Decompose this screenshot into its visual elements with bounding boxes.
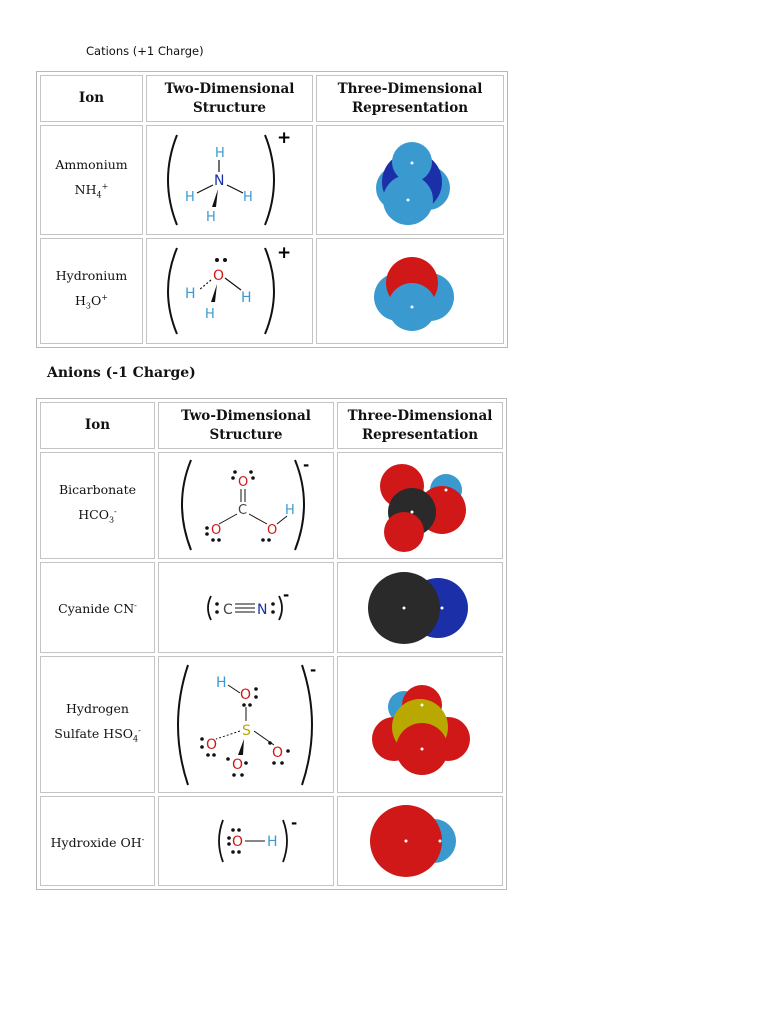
table-row-cyanide: Cyanide CN- - C N xyxy=(40,562,503,653)
three-d-model-cell xyxy=(337,656,503,793)
ion-name-cell: Bicarbonate HCO3- xyxy=(40,452,155,559)
svg-text:O: O xyxy=(232,834,243,850)
hydrogen-sulfate-2d-structure: - H O S O O O xyxy=(177,661,316,785)
ion-formula: H3O+ xyxy=(75,292,108,311)
svg-text:-: - xyxy=(291,814,297,832)
three-d-model-cell xyxy=(337,562,503,653)
svg-text:O: O xyxy=(232,757,243,773)
svg-text:H: H xyxy=(205,307,215,322)
svg-text:-: - xyxy=(310,661,316,679)
svg-text:O: O xyxy=(267,523,277,538)
hydroxide-2d-structure: - O H xyxy=(218,814,297,863)
svg-text:H: H xyxy=(267,834,278,850)
ion-name-cell: Hydroxide OH- xyxy=(40,796,155,886)
svg-text:C: C xyxy=(238,503,247,518)
svg-text:C: C xyxy=(223,602,233,618)
table-row-bicarbonate: Bicarbonate HCO3- - O C O O H xyxy=(40,452,503,559)
hydroxide-3d-model xyxy=(370,805,456,877)
svg-text:+: + xyxy=(277,243,291,263)
two-d-structure-cell: - O H xyxy=(158,796,334,886)
hydronium-3d-model xyxy=(374,257,454,331)
table-row-hydroxide: Hydroxide OH- - O H xyxy=(40,796,503,886)
svg-text:O: O xyxy=(238,475,248,490)
svg-text:H: H xyxy=(216,675,227,691)
ion-name: Hydroxide OH- xyxy=(50,834,145,850)
two-d-structure-cell: - H O S O O O xyxy=(158,656,334,793)
three-d-model-cell xyxy=(337,452,503,559)
ammonium-2d-structure: + H N H H H xyxy=(166,128,291,226)
svg-text:H: H xyxy=(285,503,295,518)
svg-text:S: S xyxy=(242,723,251,739)
svg-text:H: H xyxy=(215,146,225,161)
cations-caption: Cations (+1 Charge) xyxy=(86,44,204,58)
ion-name: Hydrogen xyxy=(66,701,129,717)
ion-name-cell: Cyanide CN- xyxy=(40,562,155,653)
svg-text:O: O xyxy=(240,687,251,703)
cyanide-3d-model xyxy=(368,571,468,644)
bicarbonate-3d-model xyxy=(380,463,466,552)
ion-header: Ion xyxy=(40,402,155,449)
ion-name: Ammonium xyxy=(55,156,128,172)
three-d-model-cell xyxy=(316,125,504,235)
svg-text:H: H xyxy=(185,190,195,205)
oxygen-atom xyxy=(384,511,424,552)
svg-text:N: N xyxy=(214,173,224,189)
table-row-hydronium: Hydronium H3O+ + O H H H xyxy=(40,238,504,344)
table-row-ammonium: Ammonium NH4+ + H N H H H xyxy=(40,125,504,235)
svg-text:H: H xyxy=(185,286,196,302)
anions-caption: Anions (-1 Charge) xyxy=(47,365,196,381)
svg-text:H: H xyxy=(243,190,253,205)
ion-name-cell: Hydrogen Sulfate HSO4- xyxy=(40,656,155,793)
two-d-structure-cell: - O C O O H xyxy=(158,452,334,559)
svg-text:O: O xyxy=(206,737,217,753)
three-d-model-cell xyxy=(316,238,504,344)
svg-text:N: N xyxy=(257,602,267,618)
table-row-hydrogen-sulfate: Hydrogen Sulfate HSO4- - H O S O O O xyxy=(40,656,503,793)
ion-name: Cyanide CN- xyxy=(58,600,137,617)
cyanide-2d-structure: - C N xyxy=(207,586,289,620)
bicarbonate-2d-structure: - O C O O H xyxy=(181,456,309,551)
svg-text:O: O xyxy=(211,523,221,538)
svg-text:H: H xyxy=(206,210,216,225)
hydrogen-sulfate-3d-model xyxy=(372,684,470,775)
svg-text:O: O xyxy=(213,268,224,284)
three-d-model-cell xyxy=(337,796,503,886)
ion-header: Ion xyxy=(40,75,143,122)
svg-text:-: - xyxy=(283,586,289,604)
two-d-structure-cell: - C N xyxy=(158,562,334,653)
svg-text:H: H xyxy=(241,290,252,306)
svg-text:+: + xyxy=(277,128,291,148)
svg-text:-: - xyxy=(303,456,309,474)
hydronium-2d-structure: + O H H H xyxy=(166,243,291,335)
two-d-structure-cell: + H N H H H xyxy=(146,125,313,235)
two-d-structure-cell: + O H H H xyxy=(146,238,313,344)
ion-name: Hydronium xyxy=(55,267,128,283)
ion-formula: Sulfate HSO4- xyxy=(54,726,141,744)
ion-formula: NH4+ xyxy=(74,181,109,200)
svg-text:O: O xyxy=(272,745,283,761)
ion-name: Bicarbonate xyxy=(58,482,137,498)
ion-name-cell: Ammonium NH4+ xyxy=(40,125,143,235)
ammonium-3d-model xyxy=(376,142,450,225)
ion-formula: HCO3- xyxy=(78,507,117,525)
ion-name-cell: Hydronium H3O+ xyxy=(40,238,143,344)
